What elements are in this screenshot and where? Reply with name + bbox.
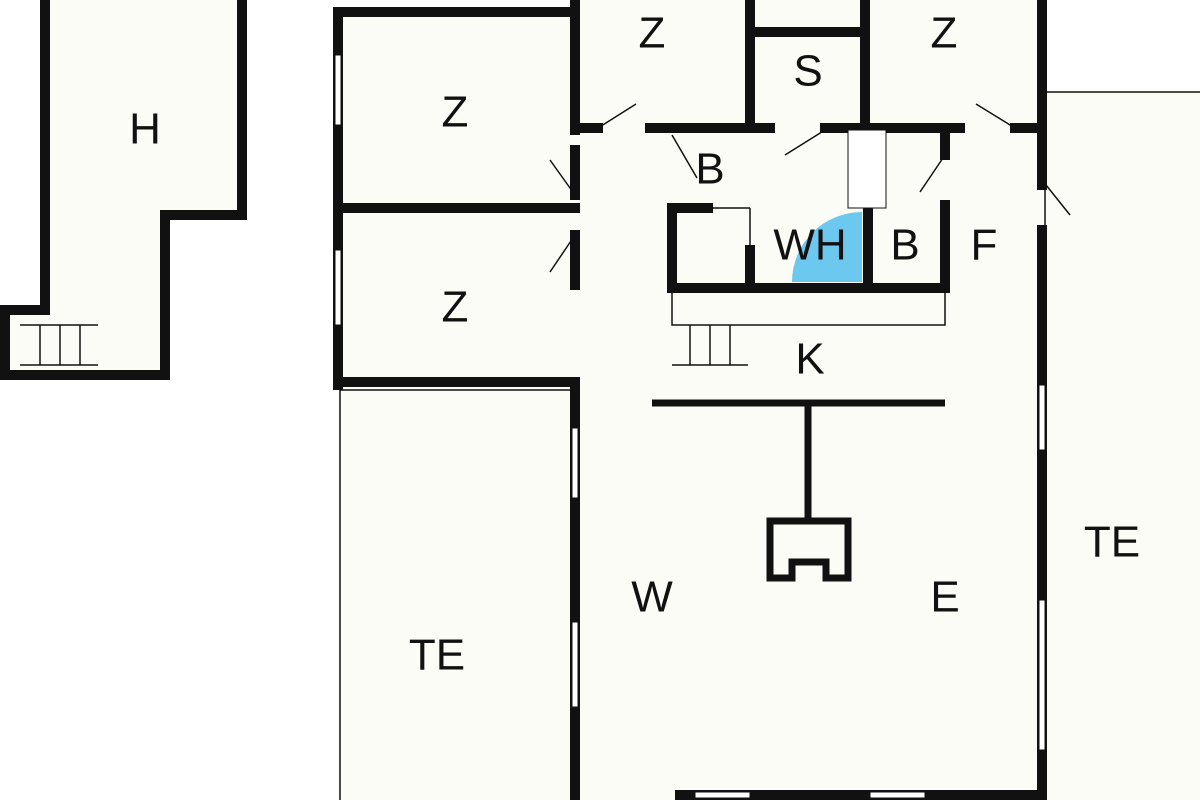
- room-label-b: B: [890, 221, 919, 270]
- outbuilding-walls: [0, 0, 247, 380]
- fireplace: [766, 517, 852, 582]
- kitchen-counter: [671, 289, 946, 326]
- room-label-h: H: [129, 105, 161, 154]
- room-label-b: B: [695, 145, 724, 194]
- windows: [334, 54, 1046, 799]
- room-label-z: Z: [442, 88, 469, 137]
- room-label-s: S: [793, 47, 822, 96]
- room-label-te: TE: [1084, 518, 1140, 567]
- room-label-z: Z: [931, 9, 958, 58]
- room-label-f: F: [971, 221, 998, 270]
- room-label-te: TE: [409, 631, 465, 680]
- room-label-k: K: [795, 335, 824, 384]
- room-label-e: E: [930, 573, 959, 622]
- room-label-wh: WH: [773, 221, 846, 270]
- stairs-main: [672, 325, 748, 366]
- stairs-outbuilding: [20, 324, 98, 366]
- room-label-w: W: [631, 573, 673, 622]
- room-label-z: Z: [639, 9, 666, 58]
- floor-areas: [5, 0, 1200, 800]
- walls: [333, 0, 1047, 800]
- room-label-z: Z: [442, 283, 469, 332]
- shower-area: [792, 212, 862, 282]
- door-swings: [549, 103, 1071, 273]
